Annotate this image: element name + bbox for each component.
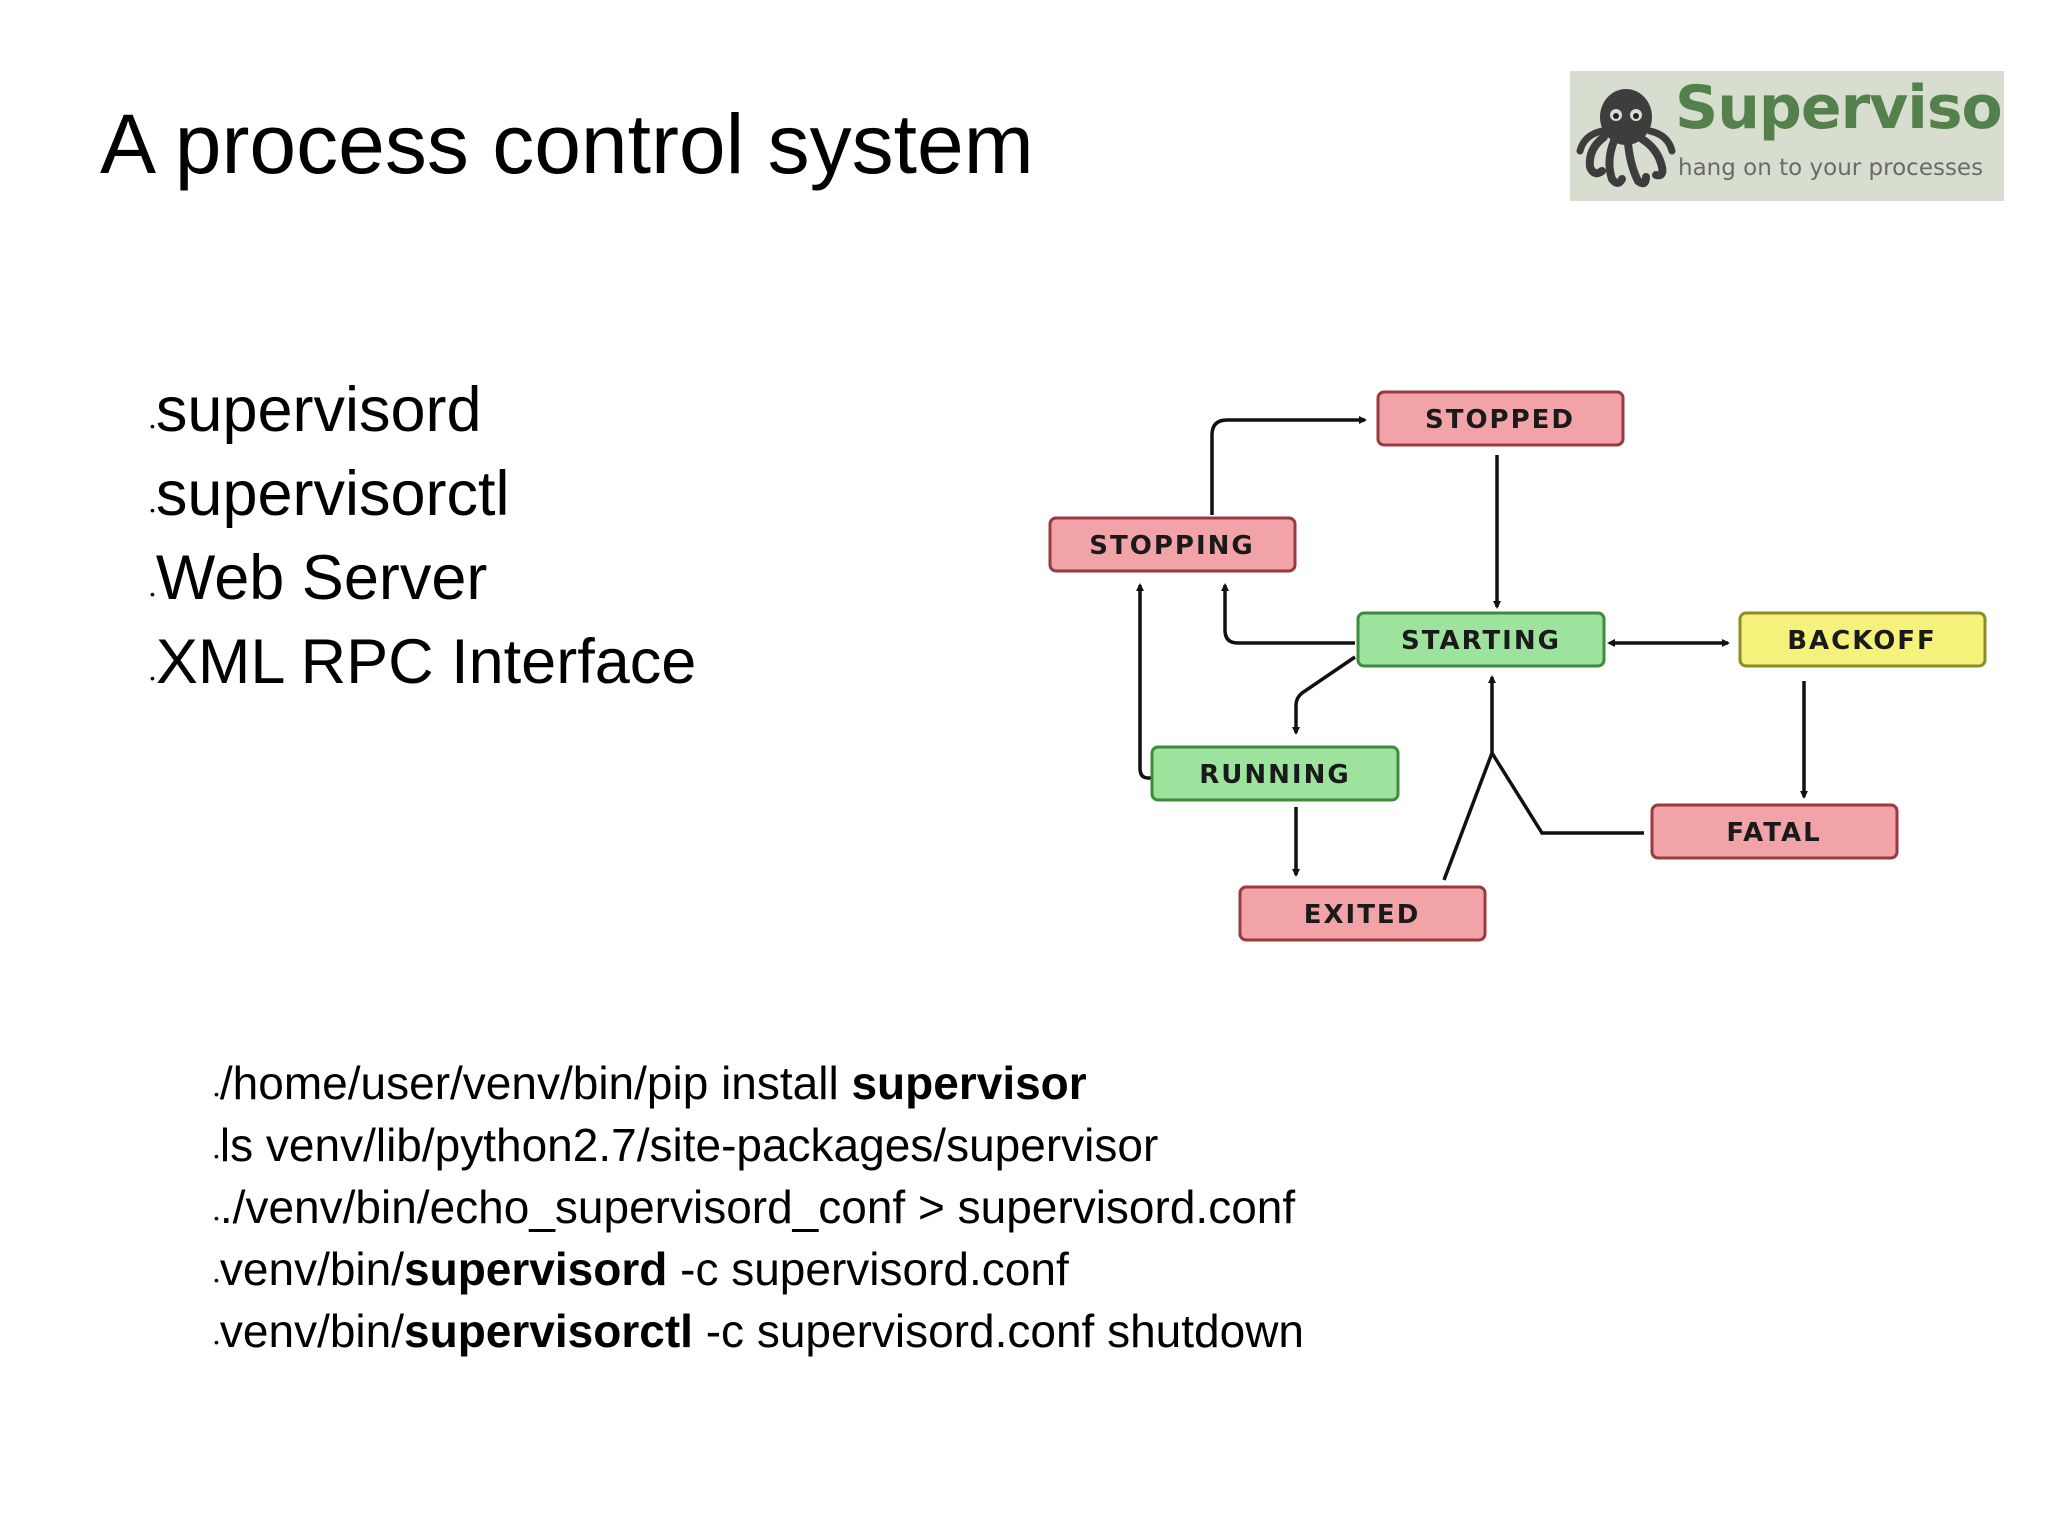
logo-tagline: hang on to your processes — [1678, 155, 1984, 181]
command-line: •./venv/bin/echo_supervisord_conf > supe… — [214, 1176, 1304, 1238]
state-running-label: RUNNING — [1199, 760, 1350, 790]
state-stopped-label: STOPPED — [1425, 405, 1575, 435]
install-commands: •/home/user/venv/bin/pip install supervi… — [214, 1052, 1304, 1362]
state-diagram: STOPPED STOPPING STARTING BACKOFF RUNNIN… — [1048, 390, 1987, 942]
command-text: venv/bin/ — [219, 1305, 405, 1357]
slide-title: A process control system — [100, 97, 1034, 191]
command-text: /home/user/venv/bin/pip install — [219, 1057, 852, 1109]
state-exited: EXITED — [1238, 885, 1487, 942]
command-text: ./venv/bin/echo_supervisord_conf > super… — [219, 1181, 1296, 1233]
list-item: •Web Server — [150, 536, 696, 620]
list-item: •XML RPC Interface — [150, 620, 696, 704]
state-backoff: BACKOFF — [1738, 611, 1987, 668]
bullet-dot: • — [150, 670, 155, 686]
octopus-icon — [1576, 89, 1676, 188]
state-backoff-label: BACKOFF — [1787, 626, 1937, 656]
edge-exited-to-starting — [1442, 675, 1496, 881]
state-stopped: STOPPED — [1376, 390, 1625, 447]
edge-starting-to-running — [1292, 655, 1356, 735]
logo-name: Supervisor — [1675, 73, 2004, 143]
state-stopping: STOPPING — [1048, 516, 1297, 573]
bullet-dot: • — [150, 418, 155, 434]
state-exited-label: EXITED — [1304, 900, 1421, 930]
command-line: •venv/bin/supervisord -c supervisord.con… — [214, 1238, 1304, 1300]
command-bold: supervisord — [404, 1243, 668, 1295]
bullet-dot: • — [214, 1210, 219, 1226]
state-starting-label: STARTING — [1401, 626, 1561, 656]
edge-starting-to-stopping — [1221, 583, 1355, 645]
command-text: venv/bin/ — [219, 1243, 405, 1295]
command-line: •venv/bin/supervisorctl -c supervisord.c… — [214, 1300, 1304, 1362]
list-item-text: supervisorctl — [155, 459, 510, 529]
state-stopping-label: STOPPING — [1089, 531, 1254, 561]
command-line: •/home/user/venv/bin/pip install supervi… — [214, 1052, 1304, 1114]
bullet-dot: • — [214, 1148, 219, 1164]
list-item-text: Web Server — [155, 543, 488, 613]
edge-stopping-to-stopped — [1210, 416, 1367, 515]
list-item: •supervisorctl — [150, 452, 696, 536]
bullet-dot: • — [214, 1334, 219, 1350]
command-bold: supervisorctl — [404, 1305, 693, 1357]
bullet-dot: • — [214, 1086, 219, 1102]
bullet-dot: • — [150, 502, 155, 518]
bullet-dot: • — [150, 586, 155, 602]
component-list: •supervisord •supervisorctl •Web Server … — [150, 368, 696, 704]
command-bold: supervisor — [851, 1057, 1087, 1109]
list-item: •supervisord — [150, 368, 696, 452]
command-text: -c supervisord.conf — [667, 1243, 1069, 1295]
state-fatal: FATAL — [1650, 803, 1899, 860]
bullet-dot: • — [214, 1272, 219, 1288]
command-text: -c supervisord.conf shutdown — [692, 1305, 1305, 1357]
list-item-text: supervisord — [155, 375, 482, 445]
command-line: •ls venv/lib/python2.7/site-packages/sup… — [214, 1114, 1304, 1176]
supervisor-logo: Supervisor hang on to your processes — [1570, 71, 2004, 201]
state-running: RUNNING — [1150, 745, 1400, 802]
state-fatal-label: FATAL — [1726, 818, 1821, 848]
edge-running-to-stopping — [1136, 583, 1158, 780]
list-item-text: XML RPC Interface — [155, 627, 697, 697]
command-text: ls venv/lib/python2.7/site-packages/supe… — [219, 1119, 1159, 1171]
edge-fatal-to-starting — [1490, 752, 1644, 835]
state-starting: STARTING — [1356, 611, 1606, 668]
